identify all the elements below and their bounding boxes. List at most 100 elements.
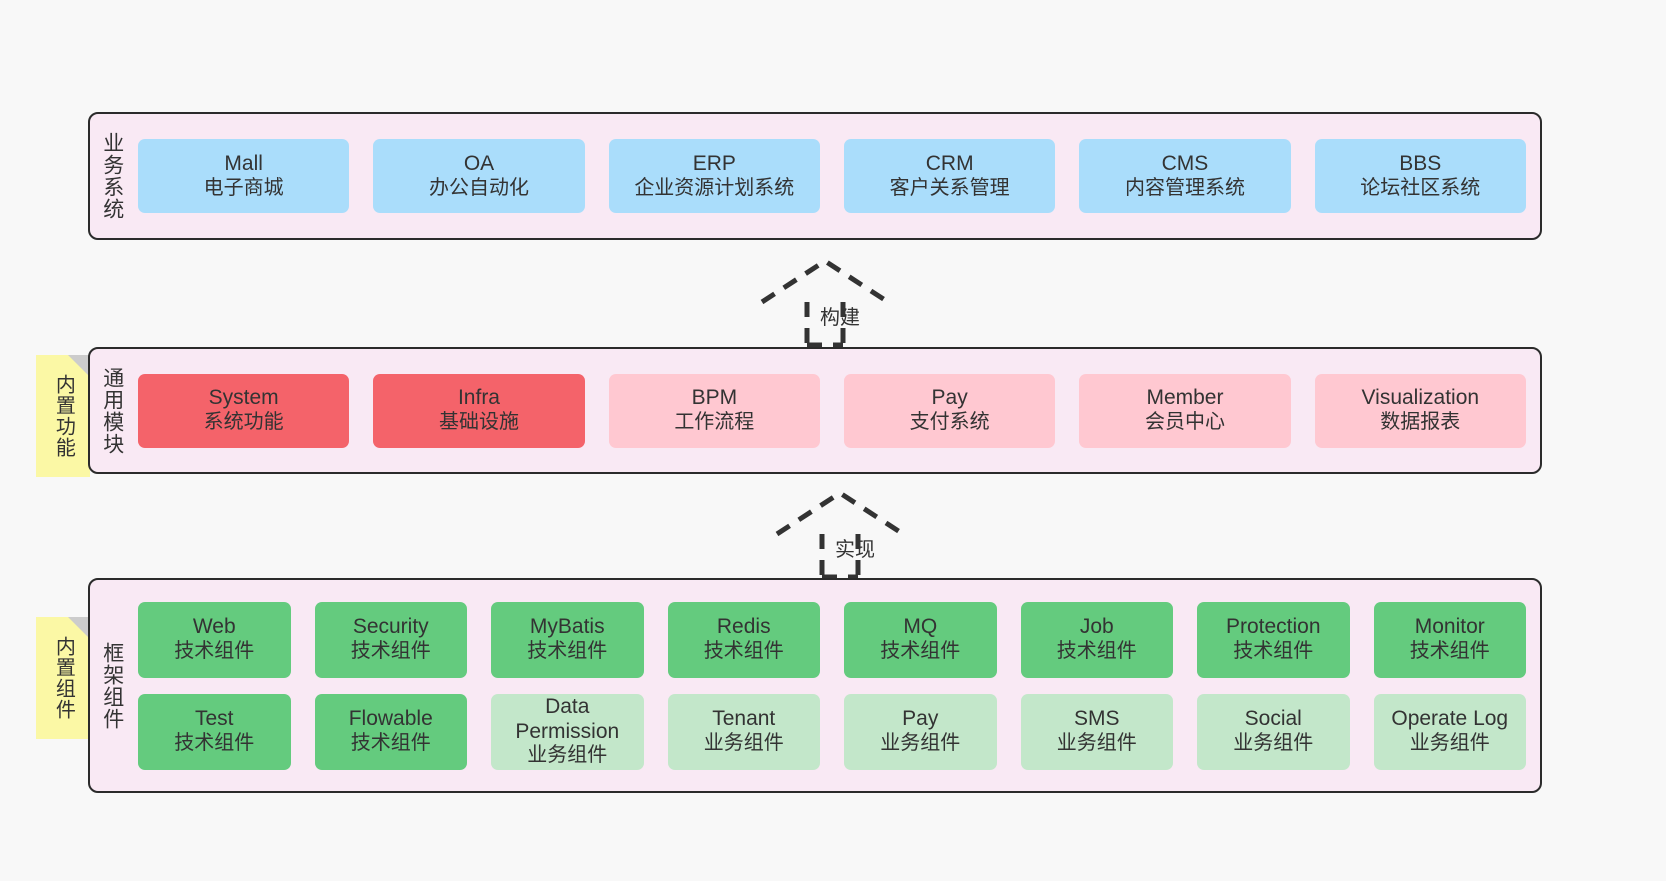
hollow-arrow-up-icon — [775, 490, 905, 580]
card-subtitle: 技术组件 — [1056, 640, 1137, 663]
card-monitor[interactable]: Monitor 技术组件 — [1373, 601, 1526, 678]
card-title: Member — [1146, 386, 1224, 410]
card-title: BPM — [691, 386, 738, 410]
card-subtitle: 数据报表 — [1380, 411, 1461, 434]
card-title: Social — [1244, 707, 1302, 731]
sticky-note-builtin-functions: 内置功能 — [36, 355, 90, 477]
card-title: Pay — [931, 386, 968, 410]
folded-corner-icon — [68, 355, 90, 377]
card-member[interactable]: Member 会员中心 — [1079, 373, 1291, 448]
card-title: Web — [192, 615, 236, 639]
connector-implement: 实现 — [770, 487, 940, 580]
card-social[interactable]: Social 业务组件 — [1197, 693, 1350, 770]
card-mall[interactable]: Mall 电子商城 — [138, 139, 350, 213]
card-title: System — [208, 386, 279, 410]
card-infra[interactable]: Infra 基础设施 — [373, 373, 585, 448]
card-title: CMS — [1161, 151, 1209, 175]
card-subtitle: 企业资源计划系统 — [634, 176, 795, 199]
card-title: MQ — [903, 615, 938, 639]
card-erp[interactable]: ERP 企业资源计划系统 — [608, 139, 820, 213]
card-subtitle: 内容管理系统 — [1124, 176, 1245, 199]
card-title: Test — [194, 707, 234, 731]
layer-body-framework-components: Web 技术组件 Security 技术组件 MyBatis 技术组件 Redi… — [134, 580, 1540, 791]
card-system[interactable]: System 系统功能 — [138, 373, 350, 448]
card-subtitle: 技术组件 — [1233, 640, 1314, 663]
card-subtitle: 会员中心 — [1144, 411, 1225, 434]
card-title: Tenant — [712, 707, 776, 731]
card-subtitle: 技术组件 — [174, 732, 255, 755]
layer-row: Web 技术组件 Security 技术组件 MyBatis 技术组件 Redi… — [138, 601, 1526, 678]
card-subtitle: 技术组件 — [880, 640, 961, 663]
card-redis[interactable]: Redis 技术组件 — [667, 601, 820, 678]
layer-framework-components: 框架组件 Web 技术组件 Security 技术组件 MyBatis 技术组件… — [88, 578, 1542, 793]
card-title: Operate Log — [1391, 707, 1509, 731]
layer-row: System 系统功能 Infra 基础设施 BPM 工作流程 Pay 支付系统… — [138, 373, 1526, 448]
card-subtitle: 电子商城 — [203, 176, 284, 199]
card-subtitle: 业务组件 — [703, 732, 784, 755]
card-bbs[interactable]: BBS 论坛社区系统 — [1314, 139, 1526, 213]
card-subtitle: 业务组件 — [1056, 732, 1137, 755]
card-protection[interactable]: Protection 技术组件 — [1197, 601, 1350, 678]
card-title: OA — [463, 151, 495, 175]
card-tenant[interactable]: Tenant 业务组件 — [667, 693, 820, 770]
card-subtitle: 办公自动化 — [428, 176, 529, 199]
card-pay-component[interactable]: Pay 业务组件 — [844, 693, 997, 770]
card-title: MyBatis — [529, 615, 605, 639]
card-subtitle: 技术组件 — [527, 640, 608, 663]
card-title: Mall — [224, 151, 263, 175]
card-subtitle: 系统功能 — [203, 411, 284, 434]
card-mybatis[interactable]: MyBatis 技术组件 — [491, 601, 644, 678]
card-title: BBS — [1399, 151, 1442, 175]
card-job[interactable]: Job 技术组件 — [1020, 601, 1173, 678]
card-flowable[interactable]: Flowable 技术组件 — [314, 693, 467, 770]
card-mq[interactable]: MQ 技术组件 — [844, 601, 997, 678]
card-title: CRM — [925, 151, 974, 175]
card-title: Monitor — [1414, 615, 1485, 639]
card-title: Flowable — [348, 707, 433, 731]
card-subtitle: 技术组件 — [350, 640, 431, 663]
card-subtitle: 技术组件 — [703, 640, 784, 663]
card-data-permission[interactable]: Data Permission 业务组件 — [491, 693, 644, 770]
card-bpm[interactable]: BPM 工作流程 — [608, 373, 820, 448]
card-subtitle: 基础设施 — [438, 411, 519, 434]
card-sms[interactable]: SMS 业务组件 — [1020, 693, 1173, 770]
layer-business-system: 业务系统 Mall 电子商城 OA 办公自动化 ERP 企业资源计划系统 CRM… — [88, 112, 1542, 240]
card-pay[interactable]: Pay 支付系统 — [843, 373, 1056, 448]
layer-title-framework-components: 框架组件 — [100, 641, 124, 730]
card-subtitle: 技术组件 — [350, 732, 431, 755]
card-title: SMS — [1073, 707, 1120, 731]
card-test[interactable]: Test 技术组件 — [138, 693, 291, 770]
card-subtitle: 技术组件 — [1409, 640, 1490, 663]
layer-title-common-modules: 通用模块 — [100, 366, 124, 455]
card-cms[interactable]: CMS 内容管理系统 — [1079, 139, 1291, 213]
card-web[interactable]: Web 技术组件 — [138, 601, 291, 678]
card-subtitle: 论坛社区系统 — [1360, 176, 1481, 199]
card-visualization[interactable]: Visualization 数据报表 — [1314, 373, 1526, 448]
layer-body-business-system: Mall 电子商城 OA 办公自动化 ERP 企业资源计划系统 CRM 客户关系… — [134, 114, 1540, 238]
connector-build: 构建 — [755, 255, 925, 348]
folded-corner-icon — [68, 617, 90, 639]
card-operate-log[interactable]: Operate Log 业务组件 — [1373, 693, 1526, 770]
layer-common-modules: 通用模块 System 系统功能 Infra 基础设施 BPM 工作流程 Pay… — [88, 347, 1542, 474]
card-crm[interactable]: CRM 客户关系管理 — [843, 139, 1056, 213]
card-subtitle: 工作流程 — [674, 411, 755, 434]
card-title: Job — [1079, 615, 1114, 639]
layer-body-common-modules: System 系统功能 Infra 基础设施 BPM 工作流程 Pay 支付系统… — [134, 349, 1540, 472]
card-title: ERP — [692, 151, 736, 175]
card-title: Data Permission — [515, 694, 620, 743]
sticky-note-label: 内置功能 — [52, 374, 75, 458]
card-subtitle: 业务组件 — [1409, 732, 1490, 755]
sticky-note-builtin-components: 内置组件 — [36, 617, 90, 739]
card-title: Security — [352, 615, 429, 639]
layer-row: Mall 电子商城 OA 办公自动化 ERP 企业资源计划系统 CRM 客户关系… — [138, 139, 1526, 213]
card-title: Infra — [457, 386, 500, 410]
card-subtitle: 技术组件 — [174, 640, 255, 663]
card-subtitle: 业务组件 — [880, 732, 961, 755]
card-title: Protection — [1225, 615, 1321, 639]
sticky-note-label: 内置组件 — [52, 636, 75, 720]
card-oa[interactable]: OA 办公自动化 — [373, 139, 585, 213]
card-security[interactable]: Security 技术组件 — [314, 601, 467, 678]
card-subtitle: 业务组件 — [527, 744, 608, 767]
card-title: Redis — [716, 615, 771, 639]
card-title: Pay — [902, 707, 939, 731]
